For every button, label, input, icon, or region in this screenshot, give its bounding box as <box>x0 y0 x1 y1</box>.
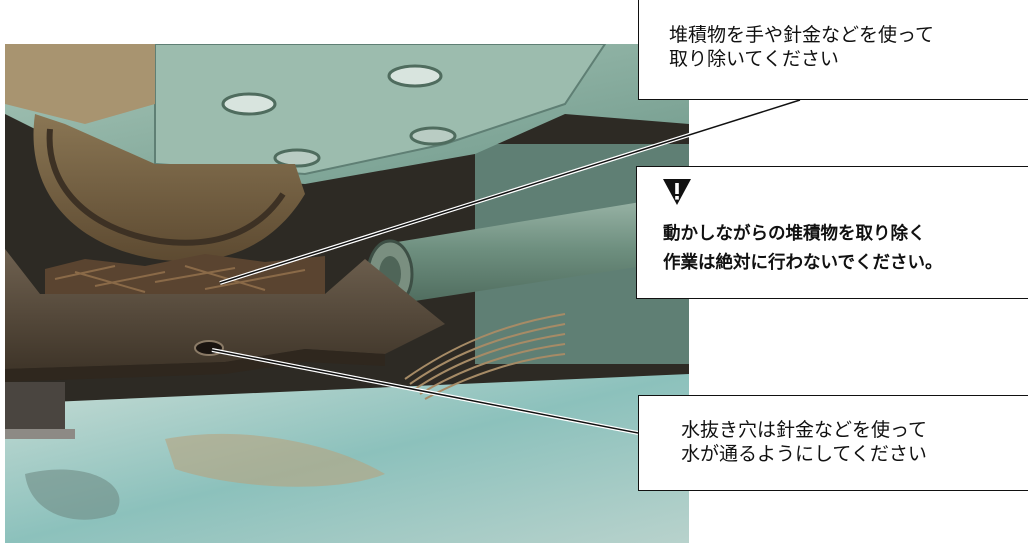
bolt <box>409 126 457 146</box>
floor-dark-stain <box>25 469 120 520</box>
machine-undercarriage-photo <box>5 44 689 543</box>
bolt <box>387 64 443 88</box>
callout-remove-debris: 堆積物を手や針金などを使って 取り除いてください <box>638 0 1028 100</box>
drain-hole <box>194 340 224 356</box>
floor-rust-stain <box>165 433 385 487</box>
warning-text-line: 作業は絶対に行わないでください。 <box>663 253 943 273</box>
callout-text-line: 取り除いてください <box>669 48 839 70</box>
callout-warning: 動かしながらの堆積物を取り除く 作業は絶対に行わないでください。 <box>636 166 1028 299</box>
warning-text-line: 動かしながらの堆積物を取り除く <box>663 224 926 244</box>
callout-drain-hole: 水抜き穴は針金などを使って 水が通るようにしてください <box>638 395 1028 491</box>
warning-triangle-icon <box>663 179 691 205</box>
left-foot-plate <box>5 429 75 439</box>
bolt <box>221 92 277 116</box>
bolt <box>273 148 321 168</box>
lower-frame <box>5 249 445 369</box>
callout-text-line: 堆積物を手や針金などを使って <box>669 24 935 46</box>
callout-text-line: 水が通るようにしてください <box>681 443 927 465</box>
callout-text-line: 水抜き穴は針金などを使って <box>681 419 928 441</box>
rusty-corner <box>5 44 155 124</box>
left-foot <box>5 382 65 432</box>
